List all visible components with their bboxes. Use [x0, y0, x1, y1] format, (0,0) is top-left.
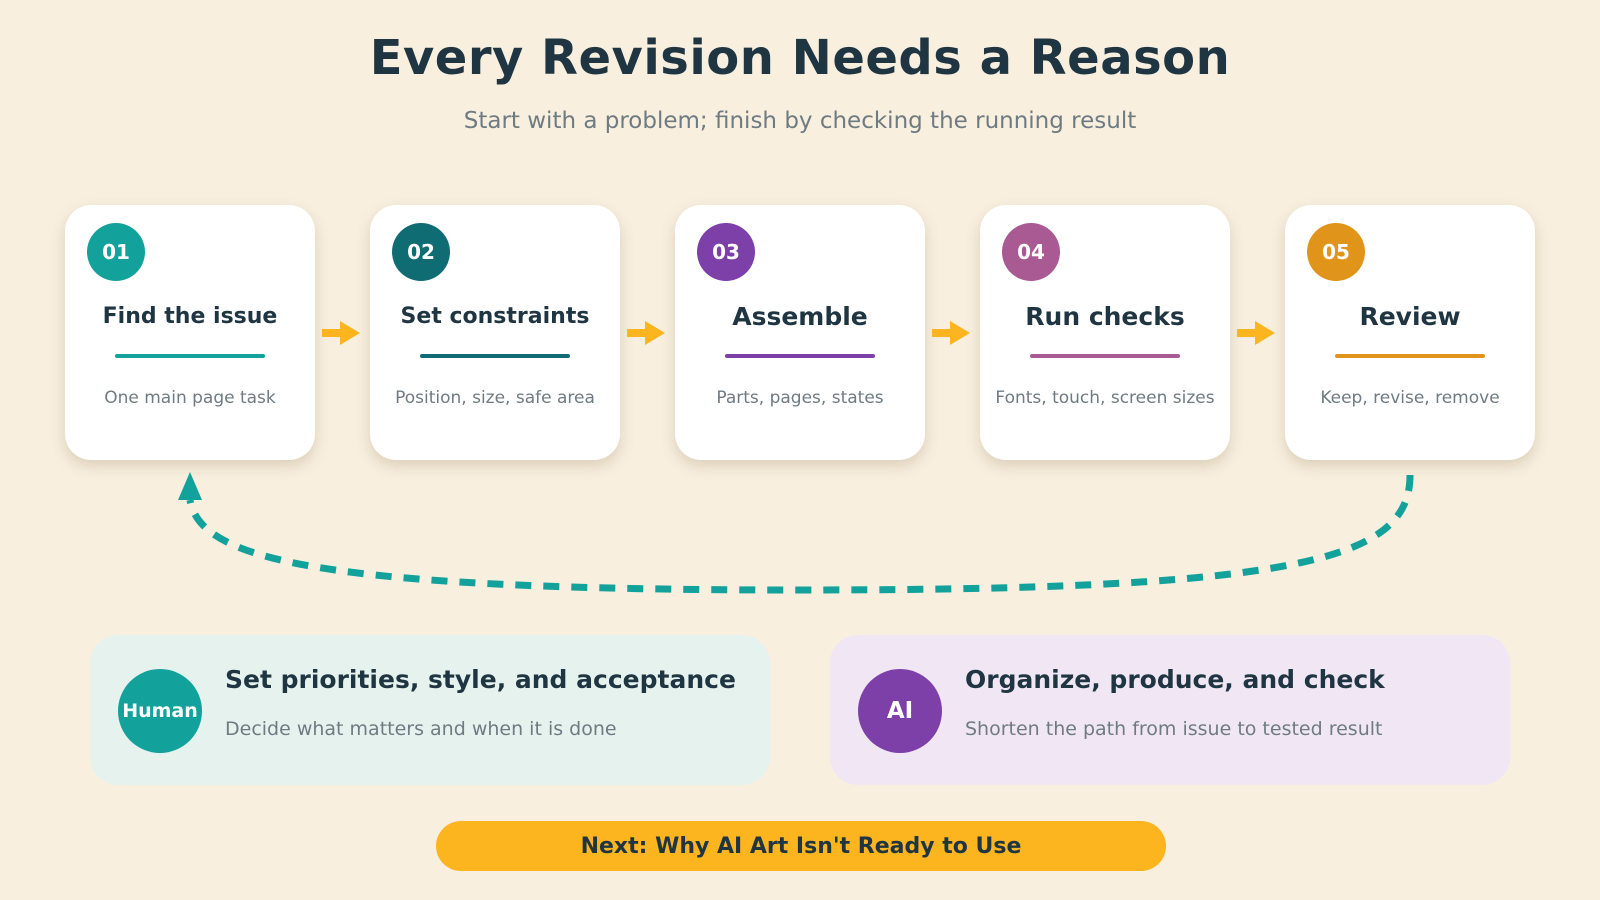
step-number-badge: 01: [87, 223, 145, 281]
loop-path: [186, 474, 1414, 594]
ai-role-panel: AI Organize, produce, and check Shorten …: [830, 635, 1510, 785]
step-number-badge: 04: [1002, 223, 1060, 281]
flow-arrow-icon: [1237, 321, 1275, 345]
step-title: Set constraints: [400, 304, 590, 329]
step-title: Run checks: [1025, 302, 1185, 331]
step-card-3: 03 Assemble Parts, pages, states: [675, 205, 925, 460]
ai-role-title: Organize, produce, and check: [965, 665, 1385, 694]
step-underline: [115, 354, 265, 358]
step-underline: [725, 354, 875, 358]
ai-role-description: Shorten the path from issue to tested re…: [965, 718, 1383, 740]
step-number-badge: 05: [1307, 223, 1365, 281]
step-underline: [420, 354, 570, 358]
loop-arrowhead-icon: [178, 472, 202, 500]
step-description: One main page task: [104, 388, 276, 408]
flow-arrow-icon: [322, 321, 360, 345]
human-role-panel: Human Set priorities, style, and accepta…: [90, 635, 770, 785]
human-role-title: Set priorities, style, and acceptance: [225, 665, 736, 694]
step-title: Find the issue: [102, 304, 278, 329]
step-card-5: 05 Review Keep, revise, remove: [1285, 205, 1535, 460]
step-underline: [1335, 354, 1485, 358]
step-number-badge: 02: [392, 223, 450, 281]
step-card-4: 04 Run checks Fonts, touch, screen sizes: [980, 205, 1230, 460]
step-description: Parts, pages, states: [716, 388, 884, 408]
step-card-1: 01 Find the issue One main page task: [65, 205, 315, 460]
step-number-badge: 03: [697, 223, 755, 281]
human-avatar: Human: [118, 669, 202, 753]
flow-arrow-icon: [932, 321, 970, 345]
step-description: Fonts, touch, screen sizes: [995, 388, 1215, 408]
step-description: Keep, revise, remove: [1320, 388, 1500, 408]
flow-arrow-icon: [627, 321, 665, 345]
step-title: Assemble: [732, 302, 868, 331]
page-subtitle: Start with a problem; finish by checking…: [463, 108, 1137, 134]
step-underline: [1030, 354, 1180, 358]
page-title: Every Revision Needs a Reason: [369, 30, 1231, 86]
human-role-description: Decide what matters and when it is done: [225, 718, 617, 740]
step-title: Review: [1359, 302, 1461, 331]
ai-avatar: AI: [858, 669, 942, 753]
next-topic-button[interactable]: Next: Why AI Art Isn't Ready to Use: [436, 821, 1166, 871]
step-description: Position, size, safe area: [395, 388, 595, 408]
step-card-2: 02 Set constraints Position, size, safe …: [370, 205, 620, 460]
